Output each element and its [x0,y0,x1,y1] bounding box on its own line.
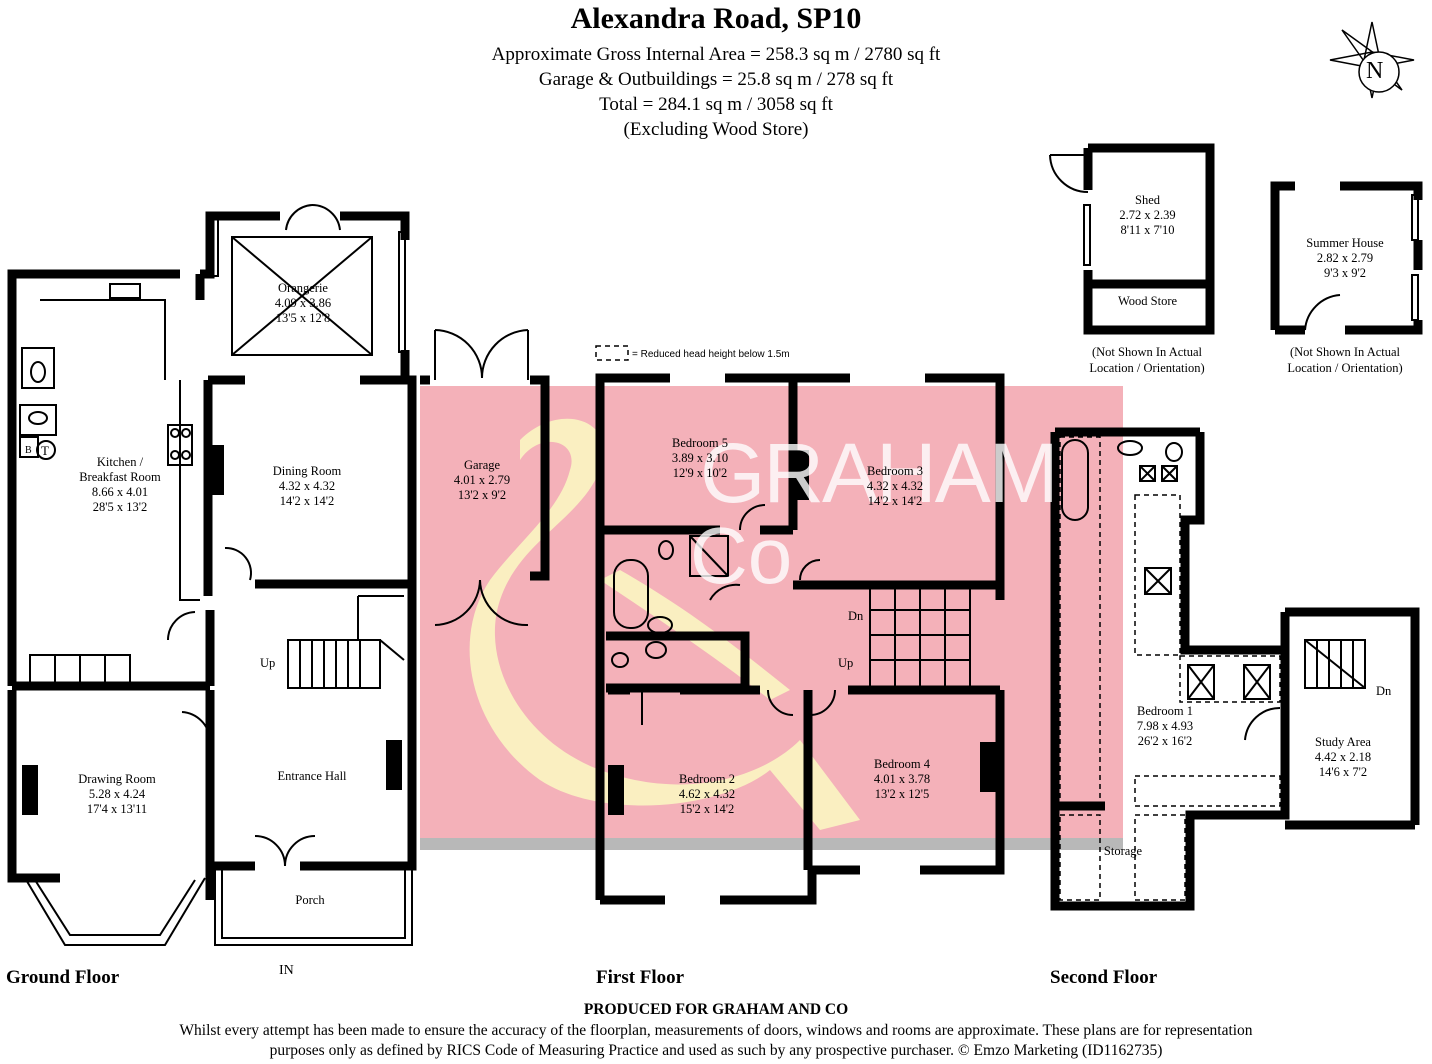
first-floor-walls [595,373,1005,905]
first-chimneys [608,450,996,815]
ground-floor-label: Ground Floor [6,967,120,988]
disclaimer-line-1: Whilst every attempt has been made to en… [179,1022,1253,1039]
boiler-b-marker: B [25,445,32,456]
garage-walls [420,375,550,581]
boiler-t-marker: T [41,443,49,458]
compass-rose [1329,21,1415,99]
stair-up-first: Up [838,656,854,670]
disclaimer: Whilst every attempt has been made to en… [0,1021,1432,1061]
disclaimer-line-2: purposes only as defined by RICS Code of… [269,1042,1163,1059]
stair-down-first: Dn [848,609,864,623]
summer-house-door [1304,194,1419,331]
watermark-co-text: Co [690,511,793,600]
plan-title: Alexandra Road, SP10 [570,2,862,35]
watermark-shadow [420,838,1123,850]
stair-up-ground: Up [260,656,276,670]
room-wood-store: Wood Store [1117,294,1178,308]
room-storage: Storage [1103,844,1143,858]
room-porch: Porch [295,893,325,907]
ground-floor-thin-lines [19,203,413,946]
reduced-head-height-outlines [595,345,1281,901]
second-floor-thin-lines [1061,439,1366,741]
room-entrance-hall: Entrance Hall [277,769,347,783]
compass-north-letter: N [1366,58,1384,84]
stair-down-second: Dn [1376,684,1392,698]
shed-door [1049,154,1091,266]
watermark-ampersand [469,418,860,830]
produced-for-line: PRODUCED FOR GRAHAM AND CO [583,1001,849,1018]
garage-area-line: Garage & Outbuildings = 25.8 sq m / 278 … [538,69,894,90]
watermark-graham-text: GRAHAM [700,426,1059,520]
entrance-in-marker: IN [279,963,294,978]
gross-area-line: Approximate Gross Internal Area = 258.3 … [491,44,941,65]
first-floor-label: First Floor [596,967,685,988]
total-area-line: Total = 284.1 sq m / 3058 sq ft [599,94,833,115]
garage-doors [434,329,529,627]
ground-chimneys [22,445,402,815]
first-floor-thin-lines [611,504,971,725]
second-floor-walls [1050,427,1420,911]
reduced-head-height-legend: = Reduced head height below 1.5m [632,349,790,360]
excluding-line: (Excluding Wood Store) [623,119,809,140]
second-floor-label: Second Floor [1050,967,1158,988]
